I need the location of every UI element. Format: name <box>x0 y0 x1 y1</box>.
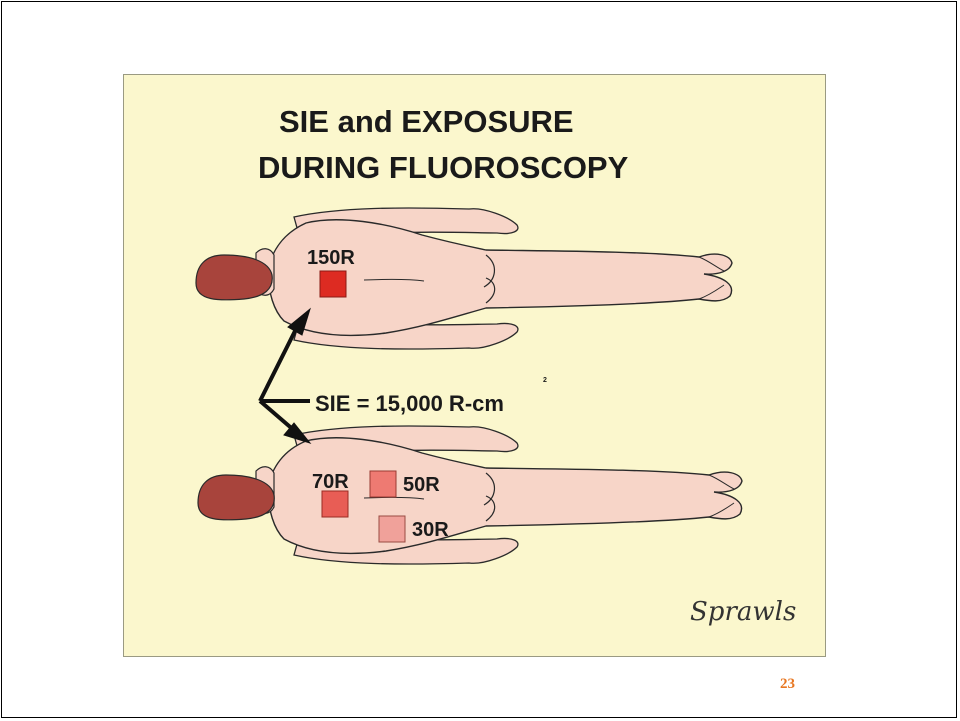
page-number: 23 <box>780 676 795 693</box>
title-line-1: SIE and EXPOSURE <box>124 99 825 145</box>
sie-formula: SIE = 15,000 R-cm <box>315 391 504 417</box>
bottom-patient-figure <box>198 426 742 564</box>
author-signature: Sprawls <box>690 597 796 627</box>
exposure-label-70r: 70R <box>312 471 349 494</box>
exposure-square-150r <box>320 271 346 297</box>
exposure-label-50r: 50R <box>403 474 440 497</box>
slide-title: SIE and EXPOSURE DURING FLUOROSCOPY <box>124 99 825 191</box>
bottom-patient-head <box>198 475 274 520</box>
sie-arrows <box>260 309 310 443</box>
diagram-panel: SIE and EXPOSURE DURING FLUOROSCOPY 150R… <box>123 74 826 657</box>
sie-superscript: 2 <box>543 377 547 384</box>
exposure-square-30r <box>379 516 405 542</box>
top-patient-head <box>196 255 272 300</box>
exposure-square-70r <box>322 491 348 517</box>
title-line-2: DURING FLUOROSCOPY <box>124 145 825 191</box>
exposure-square-50r <box>370 471 396 497</box>
exposure-label-150r: 150R <box>307 247 355 270</box>
top-patient-figure <box>196 208 732 349</box>
exposure-label-30r: 30R <box>412 519 449 542</box>
